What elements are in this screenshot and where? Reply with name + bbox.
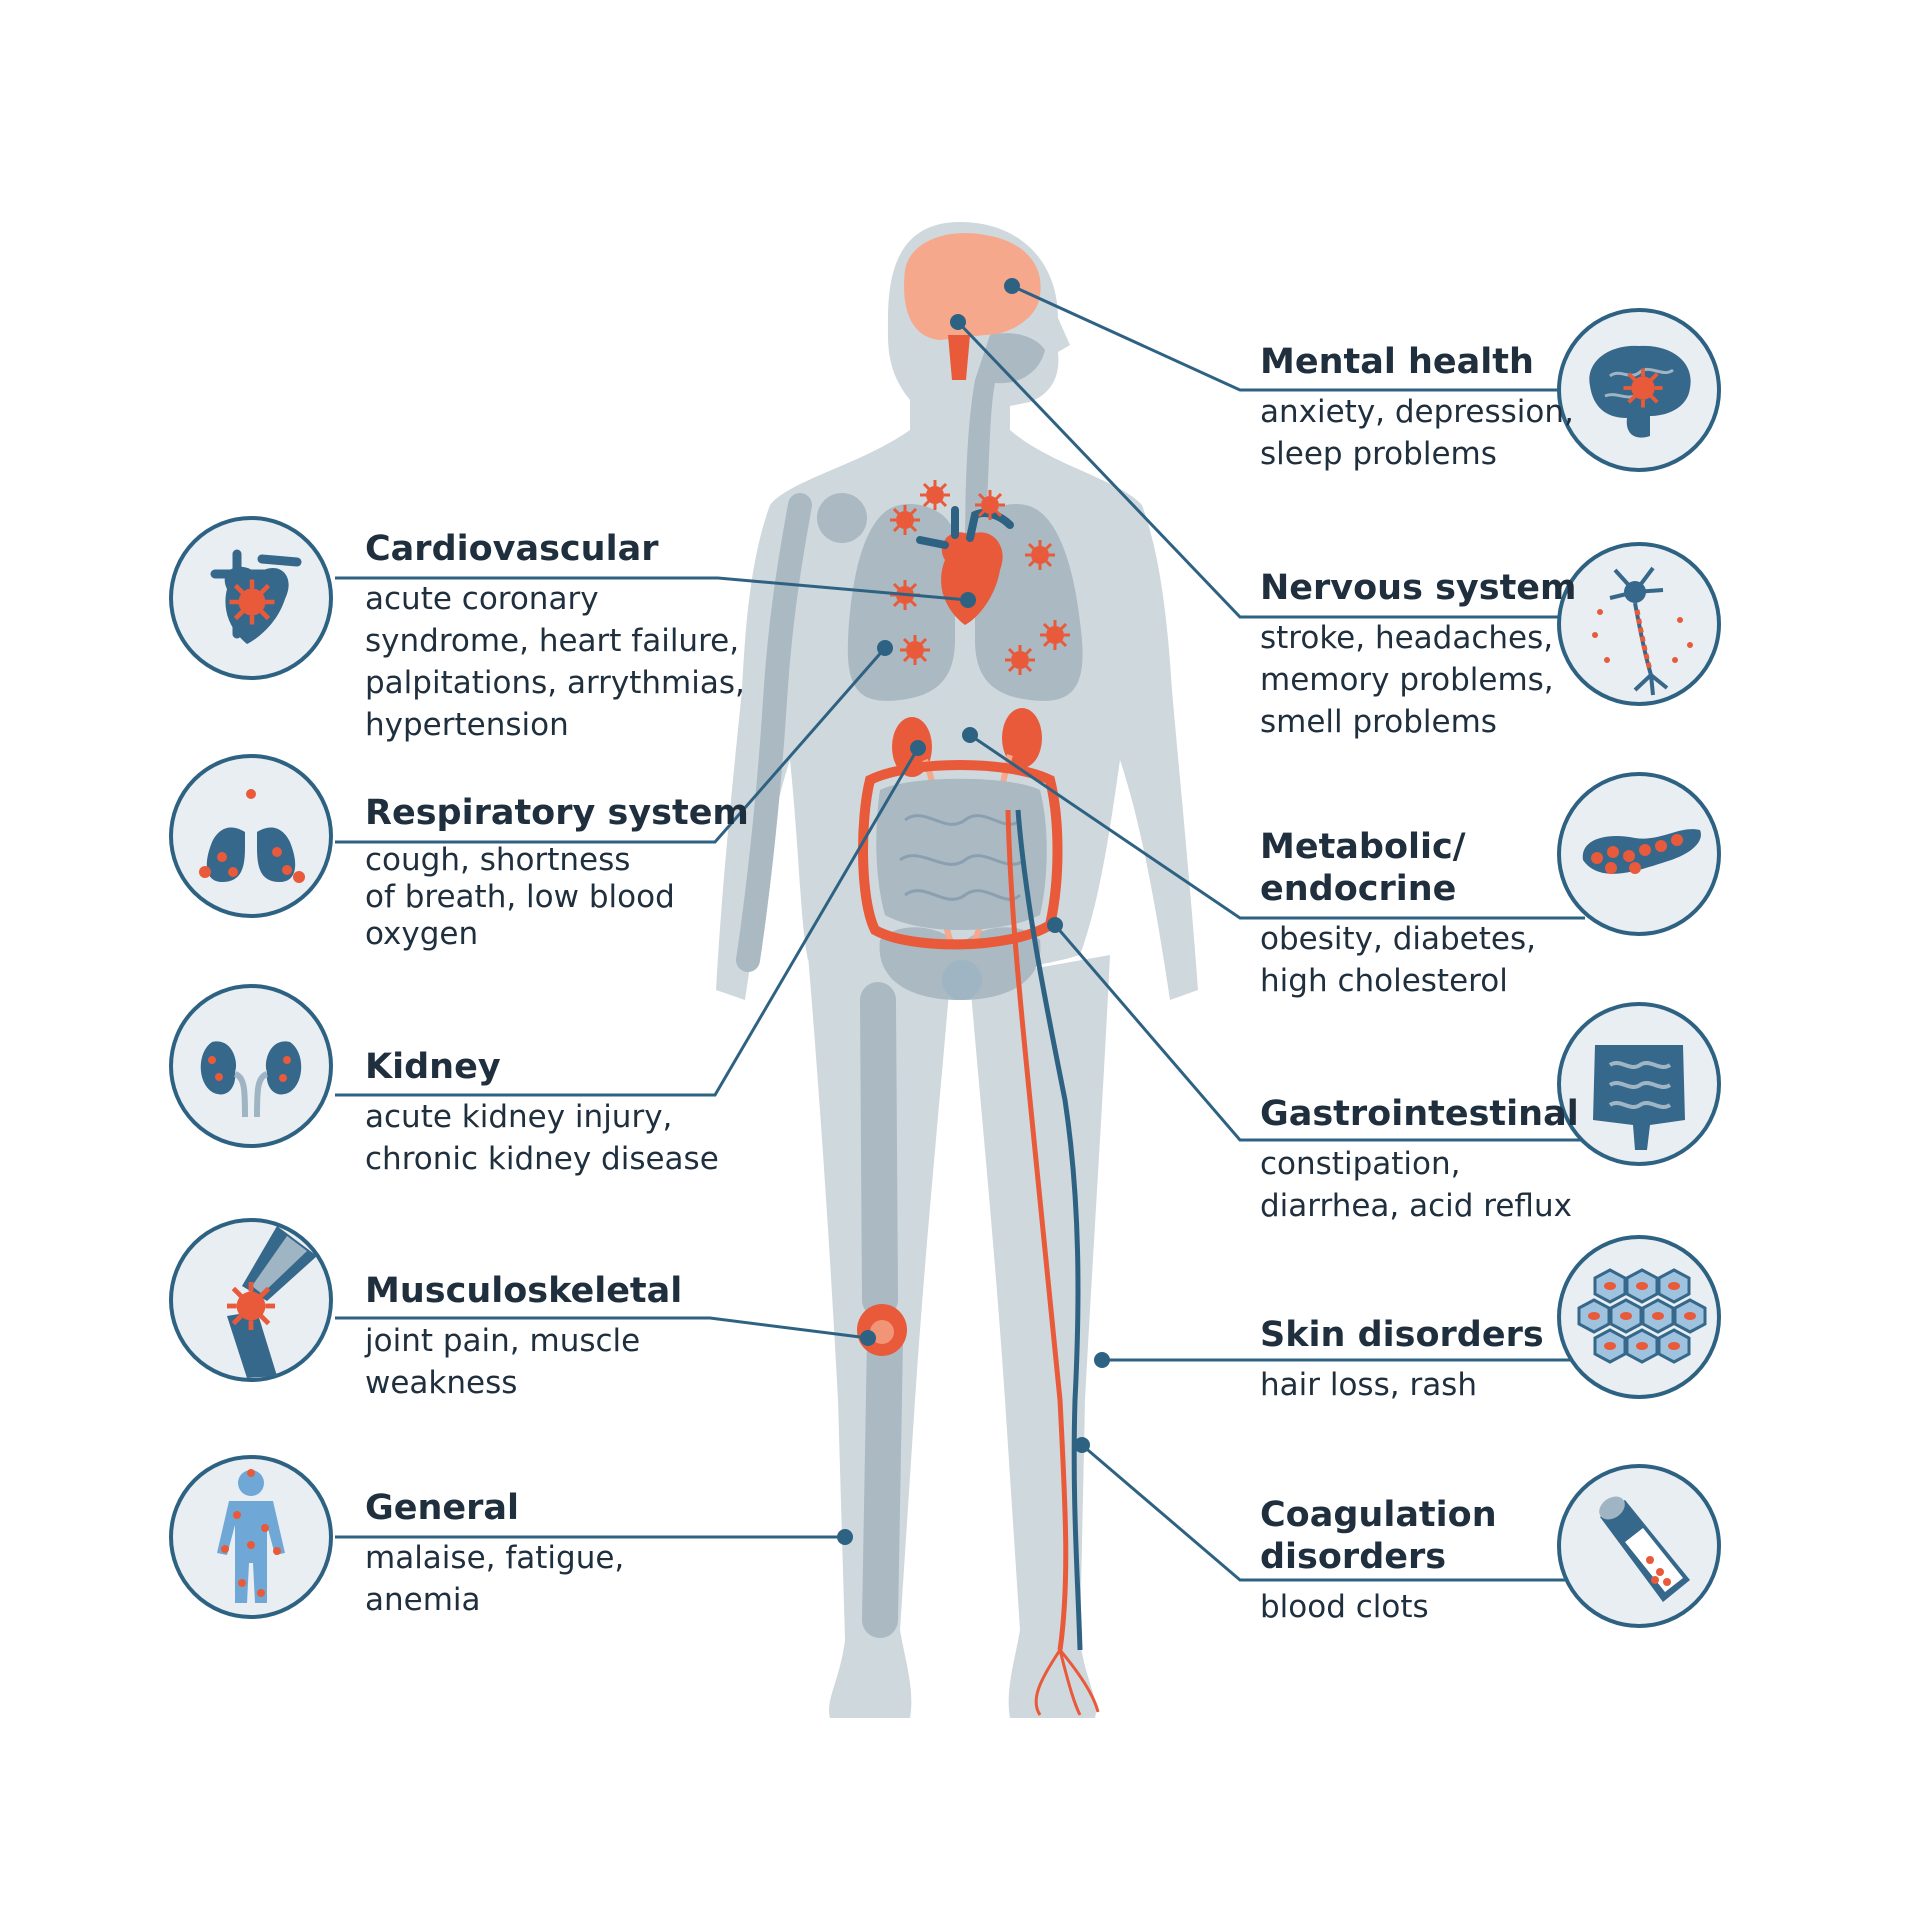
connector-lines: [335, 284, 1585, 1582]
desc-cardiovascular: acute coronary syndrome, heart failure, …: [365, 581, 745, 743]
title-kidney: Kidney: [365, 1047, 501, 1087]
brain-stem: [948, 335, 970, 380]
femur-bone: [860, 982, 903, 1638]
dot-nervous: [950, 314, 966, 330]
desc-nervous: stroke, headaches, memory problems, smel…: [1260, 620, 1554, 740]
brain-icon: [1555, 306, 1723, 474]
torso: [716, 430, 1198, 1000]
label-general: General malaise, fatigue, anemia: [365, 1487, 624, 1621]
label-gastro: Gastrointestinal constipation, diarrhea,…: [1260, 1093, 1579, 1227]
line-nervous: [956, 320, 1585, 619]
knee-joint-icon: [167, 1216, 335, 1384]
dot-skin: [1094, 1352, 1110, 1368]
title-respiratory: Respiratory system: [365, 793, 749, 833]
title-musculoskeletal: Musculoskeletal: [365, 1271, 683, 1311]
body-figure-icon: [167, 1453, 335, 1621]
neuron-icon: [1555, 540, 1723, 708]
right-kidney: [1002, 708, 1042, 768]
intestine-folds: [899, 814, 1026, 901]
title-skin: Skin disorders: [1260, 1315, 1544, 1355]
label-cardiovascular: Cardiovascular acute coronary syndrome, …: [365, 528, 745, 746]
desc-gastro: constipation, diarrhea, acid reflux: [1260, 1146, 1572, 1224]
label-skin: Skin disorders hair loss, rash: [1260, 1314, 1544, 1406]
dot-mental: [1004, 278, 1020, 294]
line-respiratory: [335, 647, 887, 844]
title-coagulation: Coagulation disorders: [1260, 1495, 1497, 1577]
brain: [904, 233, 1041, 340]
title-gastro: Gastrointestinal: [1260, 1094, 1579, 1134]
dot-kidney: [910, 740, 926, 756]
human-body-figure: [716, 222, 1198, 1718]
desc-musculoskeletal: joint pain, muscle weakness: [365, 1323, 641, 1401]
desc-mental: anxiety, depression, sleep problems: [1260, 394, 1574, 472]
intestines-icon: [1555, 1000, 1723, 1168]
line-kidney: [335, 747, 920, 1097]
desc-coagulation: blood clots: [1260, 1589, 1429, 1625]
dot-cardiovascular: [960, 592, 976, 608]
line-coagulation: [1081, 1443, 1585, 1582]
title-metabolic: Metabolic/ endocrine: [1260, 827, 1466, 909]
title-cardiovascular: Cardiovascular: [365, 529, 659, 569]
title-nervous: Nervous system: [1260, 568, 1577, 608]
title-mental: Mental health: [1260, 342, 1534, 382]
desc-metabolic: obesity, diabetes, high cholesterol: [1260, 921, 1536, 999]
right-leg: [970, 955, 1110, 1718]
dot-metabolic: [962, 727, 978, 743]
foot-vessels: [1034, 1649, 1100, 1716]
artery: [1005, 809, 1069, 1651]
heart-icon: [167, 514, 335, 682]
label-mental: Mental health anxiety, depression, sleep…: [1260, 341, 1574, 475]
dot-general: [837, 1529, 853, 1545]
dot-musculoskeletal: [860, 1330, 876, 1346]
desc-general: malaise, fatigue, anemia: [365, 1540, 625, 1618]
desc-kidney: acute kidney injury, chronic kidney dise…: [365, 1099, 719, 1177]
line-gastro: [1053, 924, 1585, 1142]
dot-gastro: [1047, 917, 1063, 933]
blood-vessel-icon: [1555, 1462, 1723, 1630]
kidneys-icon: [167, 982, 335, 1150]
title-general: General: [365, 1488, 519, 1528]
heart: [941, 532, 1003, 625]
connector-dots: [837, 278, 1110, 1545]
desc-skin: hair loss, rash: [1260, 1367, 1477, 1403]
bladder: [942, 960, 982, 1000]
pancreas-icon: [1555, 770, 1723, 938]
line-metabolic: [969, 733, 1585, 920]
line-cardiovascular: [335, 576, 969, 602]
label-musculoskeletal: Musculoskeletal joint pain, muscle weakn…: [365, 1270, 682, 1404]
desc-respiratory: cough, shortness of breath, low blood ox…: [365, 842, 675, 952]
label-metabolic: Metabolic/ endocrine obesity, diabetes, …: [1260, 826, 1536, 1002]
skin-cells-icon: [1555, 1233, 1723, 1401]
label-respiratory: Respiratory system cough, shortness of b…: [365, 792, 749, 953]
line-musculoskeletal: [335, 1316, 869, 1340]
dot-respiratory: [877, 640, 893, 656]
shoulder-joint: [817, 493, 867, 543]
dot-coagulation: [1074, 1437, 1090, 1453]
arm-bone: [736, 493, 812, 972]
vein: [1015, 809, 1083, 1651]
label-coagulation: Coagulation disorders blood clots: [1260, 1494, 1497, 1628]
lungs-icon: [167, 752, 335, 920]
line-mental: [1011, 284, 1585, 392]
label-nervous: Nervous system stroke, headaches, memory…: [1260, 567, 1577, 743]
label-kidney: Kidney acute kidney injury, chronic kidn…: [365, 1046, 719, 1180]
